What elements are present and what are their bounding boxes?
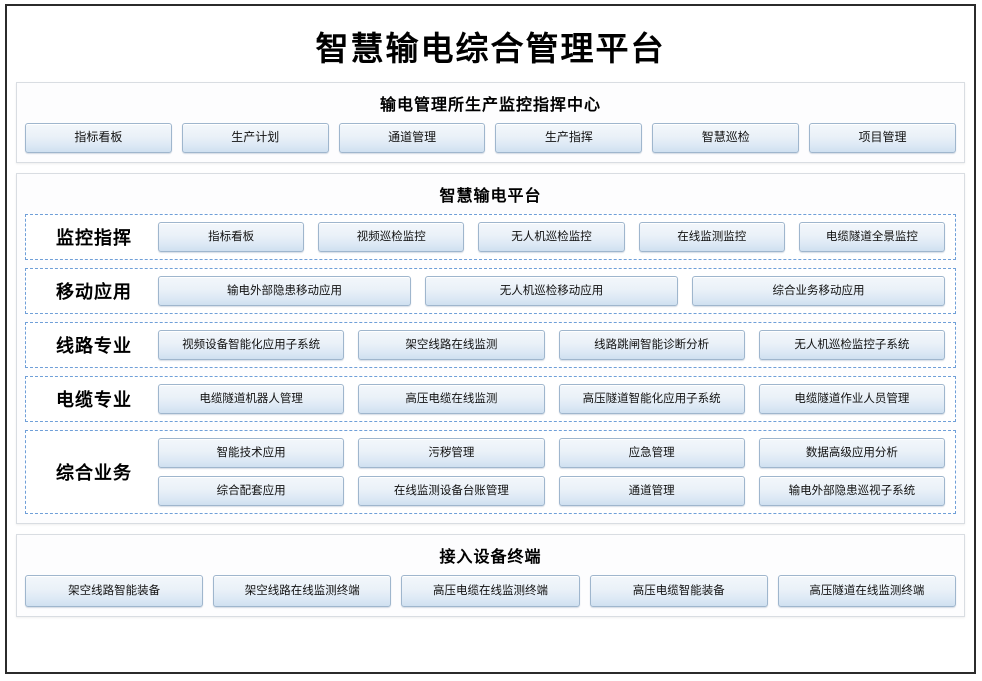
button-cs-tunnel-robot-management[interactable]: 电缆隧道机器人管理	[158, 383, 345, 414]
button-channel-management[interactable]: 通道管理	[338, 122, 486, 153]
button-mc-video-inspection[interactable]: 视频巡检监控	[318, 221, 465, 252]
button-ma-external-hazard[interactable]: 输电外部隐患移动应用	[158, 275, 411, 306]
button-ls-uav-inspection-subsystem[interactable]: 无人机巡检监控子系统	[758, 329, 945, 360]
button-hv-tunnel-monitoring-terminal[interactable]: 高压隧道在线监测终端	[777, 574, 957, 607]
category-buttons-monitoring-command: 指标看板 视频巡检监控 无人机巡检监控 在线监测监控 电缆隧道全景监控	[158, 221, 946, 252]
category-label-mobile-apps: 移动应用	[56, 281, 132, 302]
button-hv-cable-monitoring-terminal[interactable]: 高压电缆在线监测终端	[401, 574, 580, 607]
section-control-center: 输电管理所生产监控指挥中心 指标看板 生产计划 通道管理 生产指挥 智慧巡检 项…	[16, 81, 965, 163]
button-ma-integrated-business[interactable]: 综合业务移动应用	[692, 275, 945, 306]
button-production-command[interactable]: 生产指挥	[495, 122, 643, 153]
category-label-cable-specialty: 电缆专业	[56, 389, 132, 410]
button-overhead-line-smart-equipment[interactable]: 架空线路智能装备	[25, 574, 204, 607]
integrated-business-row-2: 综合配套应用 在线监测设备台账管理 通道管理 输电外部隐患巡视子系统	[158, 475, 945, 506]
category-buttons-cable-specialty: 电缆隧道机器人管理 高压电缆在线监测 高压隧道智能化应用子系统 电缆隧道作业人员…	[158, 383, 945, 414]
page-frame: 智慧输电综合管理平台 输电管理所生产监控指挥中心 指标看板 生产计划 通道管理 …	[5, 4, 976, 674]
button-ib-emergency-management[interactable]: 应急管理	[558, 437, 745, 468]
button-mc-uav-inspection[interactable]: 无人机巡检监控	[478, 221, 625, 252]
button-ma-uav-inspection[interactable]: 无人机巡检移动应用	[425, 275, 678, 306]
button-smart-inspection[interactable]: 智慧巡检	[652, 122, 800, 153]
button-cs-hv-cable-monitoring[interactable]: 高压电缆在线监测	[358, 383, 545, 414]
button-ls-video-device-subsystem[interactable]: 视频设备智能化应用子系统	[158, 329, 345, 360]
button-ls-overhead-line-monitoring[interactable]: 架空线路在线监测	[358, 329, 545, 360]
button-mc-indicator-board[interactable]: 指标看板	[158, 221, 305, 252]
button-ib-smart-tech-app[interactable]: 智能技术应用	[158, 437, 345, 468]
button-ib-pollution-management[interactable]: 污秽管理	[358, 437, 545, 468]
category-row-mobile-apps: 移动应用 输电外部隐患移动应用 无人机巡检移动应用 综合业务移动应用	[25, 267, 956, 314]
button-production-plan[interactable]: 生产计划	[181, 122, 329, 153]
category-label-integrated-business: 综合业务	[56, 462, 132, 483]
category-row-line-specialty: 线路专业 视频设备智能化应用子系统 架空线路在线监测 线路跳闸智能诊断分析 无人…	[25, 321, 956, 368]
category-row-integrated-business: 综合业务 智能技术应用 污秽管理 应急管理 数据高级应用分析 综合配套应用 在线…	[25, 429, 956, 514]
section-title-smart-platform: 智慧输电平台	[439, 187, 542, 205]
button-ib-supporting-app[interactable]: 综合配套应用	[158, 475, 345, 506]
button-cs-hv-tunnel-subsystem[interactable]: 高压隧道智能化应用子系统	[558, 383, 745, 414]
control-center-button-row: 指标看板 生产计划 通道管理 生产指挥 智慧巡检 项目管理	[25, 122, 956, 153]
button-mc-cable-tunnel-panorama[interactable]: 电缆隧道全景监控	[798, 221, 946, 252]
button-hv-cable-smart-equipment[interactable]: 高压电缆智能装备	[589, 574, 768, 607]
section-title-device-terminals: 接入设备终端	[439, 548, 542, 566]
category-buttons-integrated-business: 智能技术应用 污秽管理 应急管理 数据高级应用分析 综合配套应用 在线监测设备台…	[158, 437, 945, 506]
category-label-monitoring-command: 监控指挥	[56, 227, 132, 248]
button-ib-monitoring-device-ledger[interactable]: 在线监测设备台账管理	[358, 475, 545, 506]
integrated-business-row-1: 智能技术应用 污秽管理 应急管理 数据高级应用分析	[158, 437, 945, 468]
button-ib-channel-management[interactable]: 通道管理	[558, 475, 745, 506]
button-ib-advanced-data-analysis[interactable]: 数据高级应用分析	[758, 437, 945, 468]
section-device-terminals: 接入设备终端 架空线路智能装备 架空线路在线监测终端 高压电缆在线监测终端 高压…	[16, 533, 965, 617]
button-indicator-board[interactable]: 指标看板	[25, 122, 172, 153]
section-smart-platform: 智慧输电平台 监控指挥 指标看板 视频巡检监控 无人机巡检监控 在线监测监控 电…	[16, 172, 965, 524]
button-mc-online-monitoring[interactable]: 在线监测监控	[638, 221, 785, 252]
device-terminal-button-row: 架空线路智能装备 架空线路在线监测终端 高压电缆在线监测终端 高压电缆智能装备 …	[25, 574, 957, 607]
button-ib-external-hazard-patrol[interactable]: 输电外部隐患巡视子系统	[758, 475, 945, 506]
button-overhead-line-monitoring-terminal[interactable]: 架空线路在线监测终端	[213, 574, 392, 607]
page-title: 智慧输电综合管理平台	[315, 30, 666, 67]
button-cs-tunnel-worker-management[interactable]: 电缆隧道作业人员管理	[758, 383, 945, 414]
button-ls-trip-diagnosis[interactable]: 线路跳闸智能诊断分析	[558, 329, 745, 360]
category-row-cable-specialty: 电缆专业 电缆隧道机器人管理 高压电缆在线监测 高压隧道智能化应用子系统 电缆隧…	[25, 375, 956, 422]
category-buttons-mobile-apps: 输电外部隐患移动应用 无人机巡检移动应用 综合业务移动应用	[158, 275, 945, 306]
category-buttons-line-specialty: 视频设备智能化应用子系统 架空线路在线监测 线路跳闸智能诊断分析 无人机巡检监控…	[158, 329, 945, 360]
category-row-monitoring-command: 监控指挥 指标看板 视频巡检监控 无人机巡检监控 在线监测监控 电缆隧道全景监控	[25, 213, 956, 260]
category-label-line-specialty: 线路专业	[56, 335, 132, 356]
button-project-management[interactable]: 项目管理	[809, 122, 956, 153]
section-title-control-center: 输电管理所生产监控指挥中心	[379, 96, 601, 114]
